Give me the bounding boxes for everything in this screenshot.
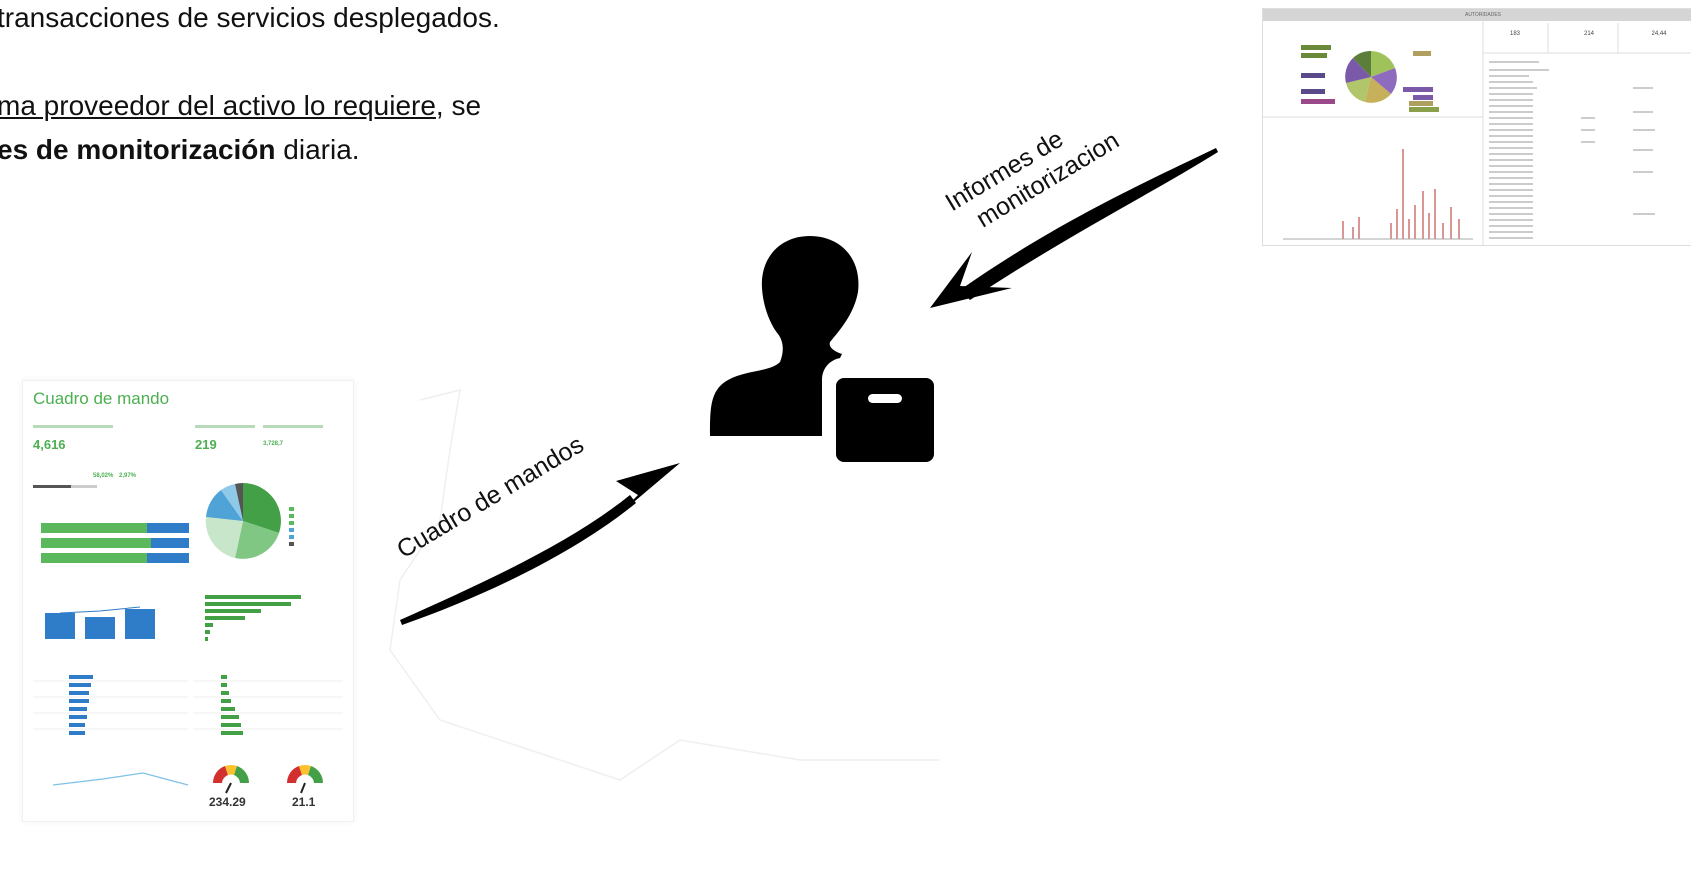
line2-rest: , se xyxy=(435,90,482,121)
ranking-table-blue xyxy=(69,675,93,735)
horizontal-bar-chart xyxy=(205,595,301,641)
kpi-value-1: 4,616 xyxy=(33,437,66,452)
kpi-label-3 xyxy=(263,425,323,428)
arrow-cuadro xyxy=(400,463,680,625)
background-map-outline xyxy=(389,388,940,781)
report-stat-2: 214 xyxy=(1583,31,1594,37)
paragraph-line-1: transacciones de servicios desplegados. xyxy=(0,0,500,40)
dashboard-pie-chart xyxy=(205,483,281,559)
pie-legend xyxy=(289,507,294,546)
dashboard-charts xyxy=(33,483,343,794)
report-table xyxy=(1489,61,1655,239)
ranking-table-green xyxy=(221,675,243,735)
column-chart xyxy=(45,606,155,639)
report-pie-chart xyxy=(1345,50,1397,103)
gauge-2 xyxy=(286,764,324,794)
report-header: AUTORIDADES xyxy=(1263,9,1691,21)
underlined-phrase: ma proveedor del activo lo requiere xyxy=(0,90,436,121)
kpi-value-4: 58,02% xyxy=(93,473,114,479)
progress-fill xyxy=(33,485,71,488)
report-pie-labels xyxy=(1301,45,1439,112)
person-with-box-icon xyxy=(710,236,934,462)
dashboard-title: Cuadro de mando xyxy=(33,389,170,408)
kpi-label-1 xyxy=(33,425,113,428)
monitoring-report-thumbnail: AUTORIDADES 183 214 24,44 xyxy=(1262,8,1691,246)
line-chart xyxy=(52,772,189,786)
box-icon xyxy=(836,378,934,462)
gauge-value-1: 234.29 xyxy=(209,795,246,809)
line3-rest: diaria. xyxy=(275,134,360,165)
report-stat-3: 24,44 xyxy=(1651,31,1667,37)
paragraph-line-3: es de monitorización diaria. xyxy=(0,128,360,172)
kpi-value-5: 2,97% xyxy=(119,473,137,479)
report-stat-1: 183 xyxy=(1509,31,1520,37)
dashboard-thumbnail: Cuadro de mando 4,616 219 3,728,7 58,02%… xyxy=(22,380,354,822)
stacked-bar-chart xyxy=(41,523,189,563)
kpi-value-3: 3,728,7 xyxy=(263,441,284,447)
gauge-1 xyxy=(212,764,250,794)
gauge-value-2: 21.1 xyxy=(292,795,316,809)
bold-phrase: es de monitorización xyxy=(0,134,276,165)
paragraph-line-2: ma proveedor del activo lo requiere, se xyxy=(0,84,481,128)
kpi-value-2: 219 xyxy=(195,437,217,452)
person-silhouette-icon xyxy=(710,236,859,436)
arrow-informes xyxy=(930,148,1218,308)
report-charts xyxy=(1263,21,1691,245)
report-bar-histogram xyxy=(1342,149,1460,239)
kpi-label-2 xyxy=(195,425,255,428)
line1-text: transacciones de servicios desplegados. xyxy=(0,2,500,33)
